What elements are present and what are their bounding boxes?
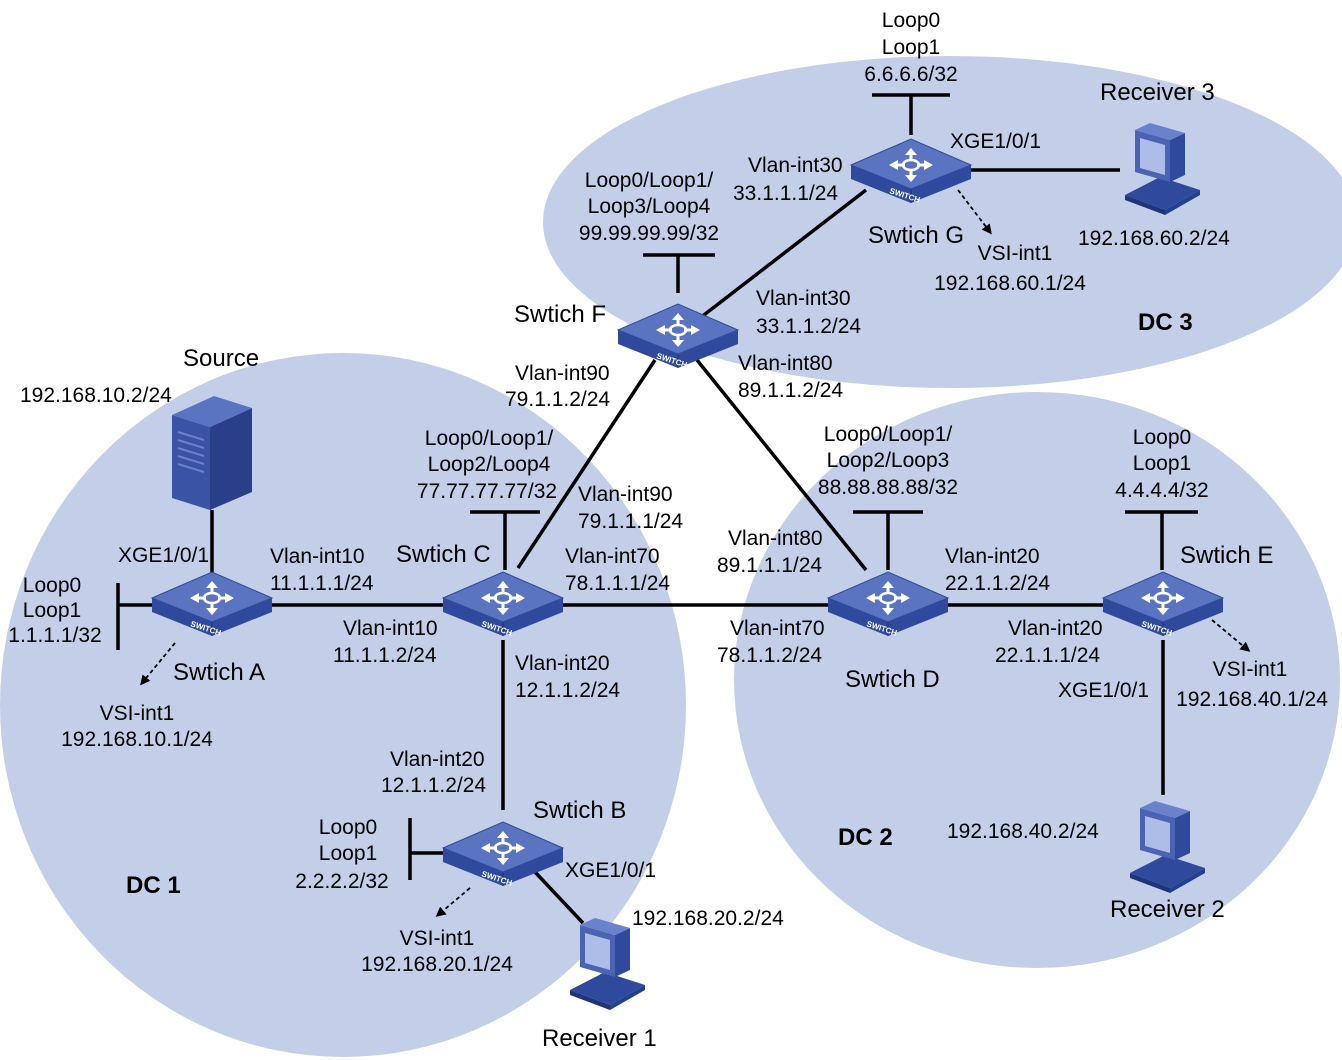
receiver1-pc-icon	[570, 918, 645, 1010]
switch-d-loop-line1: Loop0/Loop1/	[824, 423, 953, 446]
switch-c-vlan-a-if: Vlan-int10	[343, 617, 438, 640]
switch-e-name: Swtich E	[1180, 542, 1273, 569]
switch-a-port: XGE1/0/1	[118, 544, 209, 567]
switch-a-loop-line1: Loop0	[23, 574, 81, 597]
switch-e-vlan-d-ip: 22.1.1.1/24	[995, 644, 1100, 667]
switch-d-vlan-c-if: Vlan-int70	[730, 617, 825, 640]
switch-d-loop-ip: 88.88.88.88/32	[818, 476, 958, 499]
switch-d-name: Swtich D	[845, 666, 940, 693]
switch-c-vlan-d-ip: 78.1.1.1/24	[565, 572, 670, 595]
switch-f-vlan-c-ip: 79.1.1.2/24	[505, 388, 610, 411]
dc2-label: DC 2	[838, 824, 893, 851]
switch-f-loop-ip: 99.99.99.99/32	[579, 222, 719, 245]
switch-e-vlan-d-if: Vlan-int20	[1008, 617, 1103, 640]
switch-b-port: XGE1/0/1	[565, 859, 656, 882]
switch-g-port: XGE1/0/1	[950, 130, 1041, 153]
switch-e-port: XGE1/0/1	[1058, 679, 1149, 702]
receiver3-ip: 192.168.60.2/24	[1078, 227, 1230, 250]
receiver2-name: Receiver 2	[1110, 896, 1225, 923]
switch-f-name: Swtich F	[514, 301, 606, 328]
receiver2-ip: 192.168.40.2/24	[947, 820, 1099, 843]
switch-g-vlan-f-ip: 33.1.1.1/24	[733, 182, 838, 205]
switch-a-loop-ip: 1.1.1.1/32	[8, 624, 101, 647]
vsi-arrow-g	[957, 189, 992, 235]
switch-b-vsi: VSI-int1	[400, 927, 475, 950]
switch-c-vlan-f-ip: 79.1.1.1/24	[578, 510, 683, 533]
switch-b-vlan-c-ip: 12.1.1.2/24	[381, 774, 486, 797]
switch-f-vlan-c-if: Vlan-int90	[515, 362, 610, 385]
switch-c-vlan-a-ip: 11.1.1.2/24	[333, 644, 437, 667]
link-f-d	[695, 358, 868, 572]
switch-c-vlan-f-if: Vlan-int90	[578, 483, 673, 506]
source-server-icon	[172, 396, 252, 510]
switch-a-loop-line2: Loop1	[23, 599, 81, 622]
switch-f-loop-line2: Loop3/Loop4	[588, 195, 711, 218]
switch-d-loop-line2: Loop2/Loop3	[827, 449, 950, 472]
switch-f-loop-line1: Loop0/Loop1/	[585, 169, 714, 192]
switch-a-name: Swtich A	[173, 659, 265, 686]
switch-c-vlan-b-if: Vlan-int20	[515, 652, 610, 675]
switch-d-vlan-f-ip: 89.1.1.1/24	[717, 554, 822, 577]
switch-e-vsi: VSI-int1	[1213, 658, 1288, 681]
switch-f-vlan-d-if: Vlan-int80	[738, 352, 833, 375]
switch-g-loop-ip: 6.6.6.6/32	[864, 63, 957, 86]
switch-e-loop-ip: 4.4.4.4/32	[1115, 479, 1208, 502]
switch-c-loop-ip: 77.77.77.77/32	[417, 480, 557, 503]
switch-c-vlan-b-ip: 12.1.1.2/24	[515, 679, 620, 702]
link-c-f	[516, 359, 657, 569]
switch-f-vlan-g-ip: 33.1.1.2/24	[756, 315, 861, 338]
switch-a-vsi: VSI-int1	[100, 702, 175, 725]
switch-g-vsi: VSI-int1	[978, 242, 1053, 265]
switch-b-vsi-ip: 192.168.20.1/24	[361, 953, 513, 976]
switch-d-vlan-c-ip: 78.1.1.2/24	[717, 644, 822, 667]
dc3-label: DC 3	[1138, 309, 1193, 336]
switch-d-vlan-e-if: Vlan-int20	[945, 545, 1040, 568]
switch-a-vsi-ip: 192.168.10.1/24	[61, 728, 213, 751]
switch-c-vlan-d-if: Vlan-int70	[565, 545, 660, 568]
receiver1-name: Receiver 1	[542, 1025, 657, 1052]
switch-e-vsi-ip: 192.168.40.1/24	[1176, 688, 1328, 711]
switch-g-vsi-ip: 192.168.60.1/24	[934, 272, 1086, 295]
switch-g-loop-line1: Loop0	[882, 9, 940, 32]
switch-b-loop-ip: 2.2.2.2/32	[295, 870, 388, 893]
switch-b-loop-line2: Loop1	[319, 842, 377, 865]
vsi-arrow-a	[140, 642, 176, 686]
receiver3-name: Receiver 3	[1100, 79, 1215, 106]
link-f-g	[698, 188, 868, 320]
switch-e-loop-line2: Loop1	[1133, 452, 1191, 475]
switch-d-vlan-e-ip: 22.1.1.2/24	[945, 572, 1050, 595]
switch-g-name: Swtich G	[868, 222, 964, 249]
switch-c-loop-line2: Loop2/Loop4	[428, 453, 551, 476]
switch-c-loop-line1: Loop0/Loop1/	[425, 427, 554, 450]
switch-f-vlan-d-ip: 89.1.1.2/24	[738, 379, 843, 402]
switch-d-vlan-f-if: Vlan-int80	[728, 527, 823, 550]
switch-g-loop-line2: Loop1	[882, 36, 940, 59]
switch-b-loop-line1: Loop0	[319, 816, 377, 839]
switch-b-vlan-c-if: Vlan-int20	[390, 748, 485, 771]
switch-e-loop-line1: Loop0	[1133, 426, 1191, 449]
source-name: Source	[183, 345, 259, 372]
receiver1-ip: 192.168.20.2/24	[632, 907, 784, 930]
switch-a-vlan-c-ip: 11.1.1.1/24	[270, 572, 374, 595]
switch-c-name: Swtich C	[396, 541, 491, 568]
switch-g-vlan-f-if: Vlan-int30	[748, 154, 843, 177]
switch-b-name: Swtich B	[533, 797, 626, 824]
source-ip: 192.168.10.2/24	[20, 384, 172, 407]
switch-f-vlan-g-if: Vlan-int30	[756, 287, 851, 310]
switch-a-vlan-c-if: Vlan-int10	[270, 545, 365, 568]
link-b-receiver1	[533, 870, 585, 925]
vsi-arrow-e	[1211, 619, 1251, 652]
dc1-label: DC 1	[126, 872, 181, 899]
